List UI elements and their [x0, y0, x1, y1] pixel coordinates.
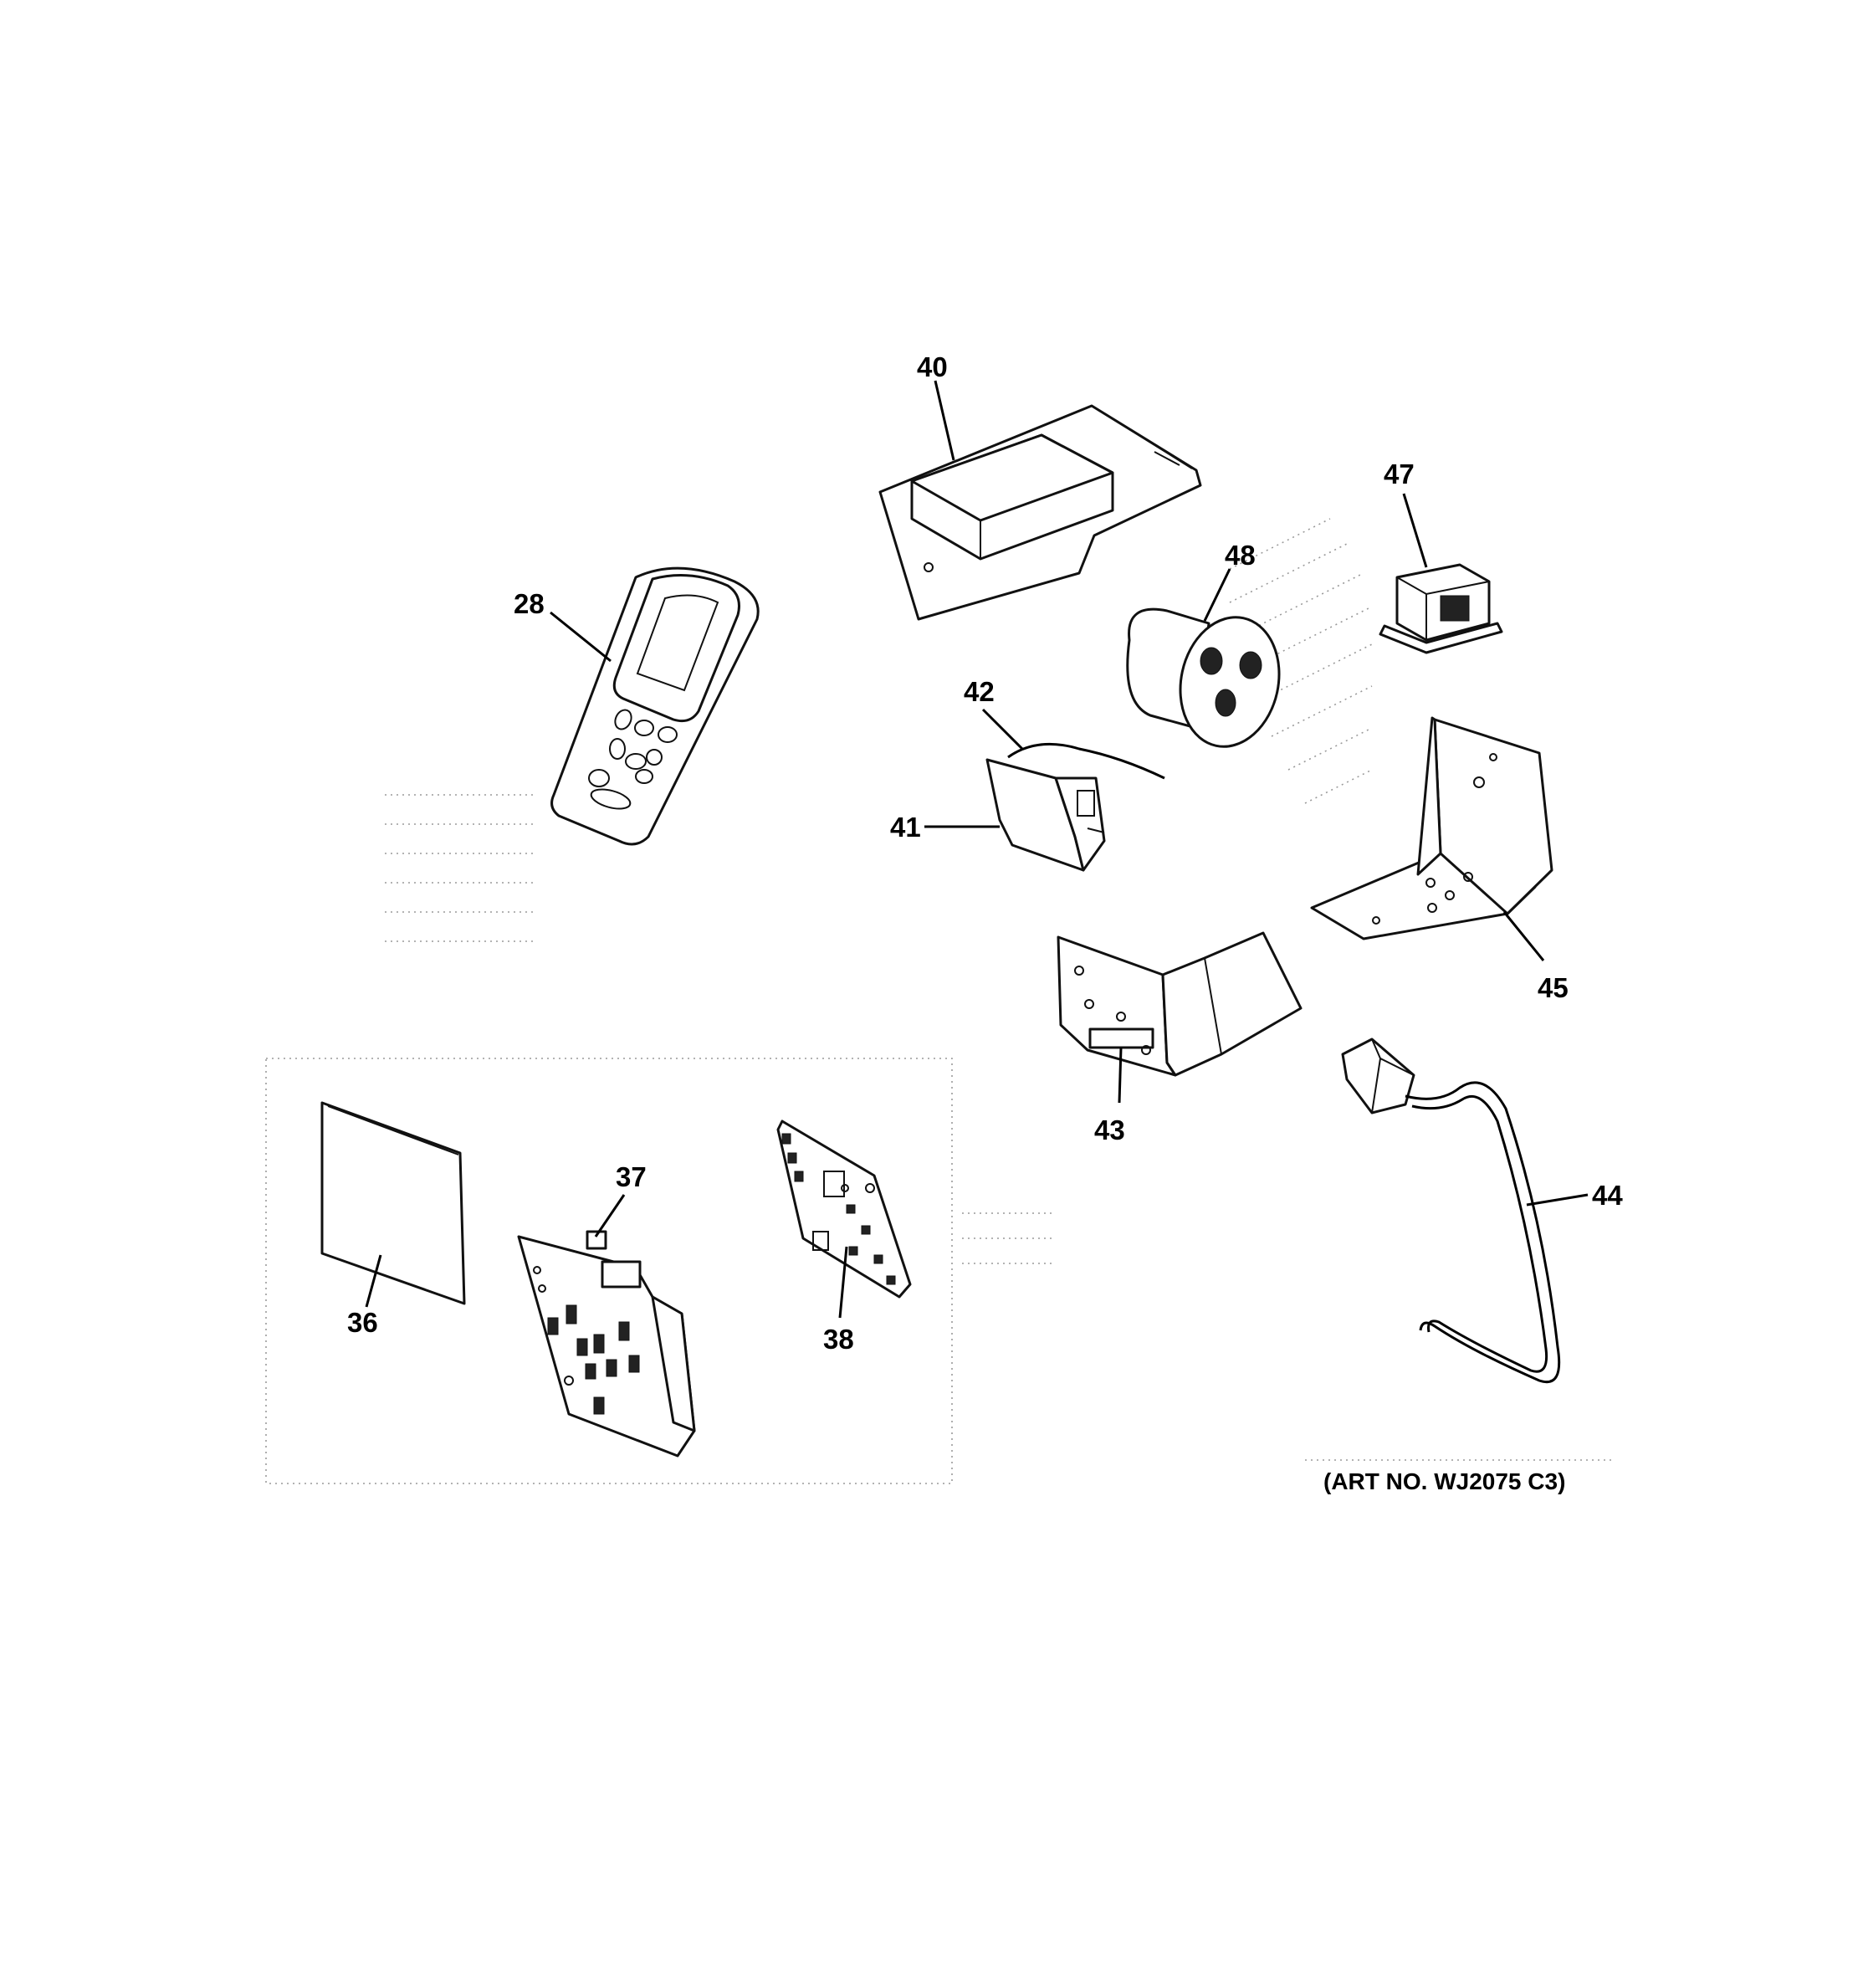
part-43-bracket [1057, 931, 1303, 1077]
part-40-control-box [878, 404, 1202, 621]
part-38-circuit-board [776, 1120, 912, 1299]
leader-45 [1502, 911, 1545, 961]
callout-42: 42 [964, 676, 995, 707]
art-number: (ART NO. WJ2075 C3) [1323, 1468, 1565, 1494]
leader-lines [365, 380, 1589, 1319]
leader-48 [1203, 568, 1231, 622]
part-47-transformer [1379, 563, 1503, 654]
part-45-bracket [1310, 716, 1553, 940]
callout-47: 47 [1384, 459, 1415, 489]
callout-44: 44 [1592, 1180, 1623, 1211]
leader-28 [550, 611, 612, 663]
leader-42 [981, 708, 1024, 751]
leader-43 [1118, 1047, 1123, 1104]
part-37-control-housing [517, 1230, 696, 1458]
leader-47 [1402, 493, 1428, 568]
leader-44 [1526, 1193, 1589, 1207]
part-48-capacitor [1126, 607, 1281, 748]
callout-40: 40 [917, 351, 948, 382]
part-36-display-panel [320, 1101, 466, 1305]
callout-38: 38 [823, 1324, 854, 1355]
callout-37: 37 [616, 1161, 647, 1192]
callout-36: 36 [347, 1307, 378, 1338]
callout-28: 28 [514, 588, 545, 619]
callout-labels: 40 28 48 47 42 41 45 43 44 36 37 38 [347, 351, 1623, 1355]
part-44-power-cord [1341, 1038, 1561, 1383]
callout-48: 48 [1225, 540, 1256, 571]
leader-40 [934, 380, 955, 461]
part-42-wire [1007, 742, 1165, 780]
part-28-remote-control [550, 566, 760, 846]
part-41-bracket [985, 758, 1106, 872]
leader-38 [838, 1246, 848, 1319]
callout-41: 41 [890, 812, 921, 843]
leader-36 [365, 1254, 382, 1308]
dotted-background [265, 518, 1615, 1484]
callout-45: 45 [1538, 972, 1569, 1003]
callout-43: 43 [1094, 1114, 1125, 1145]
leader-37 [594, 1194, 626, 1237]
